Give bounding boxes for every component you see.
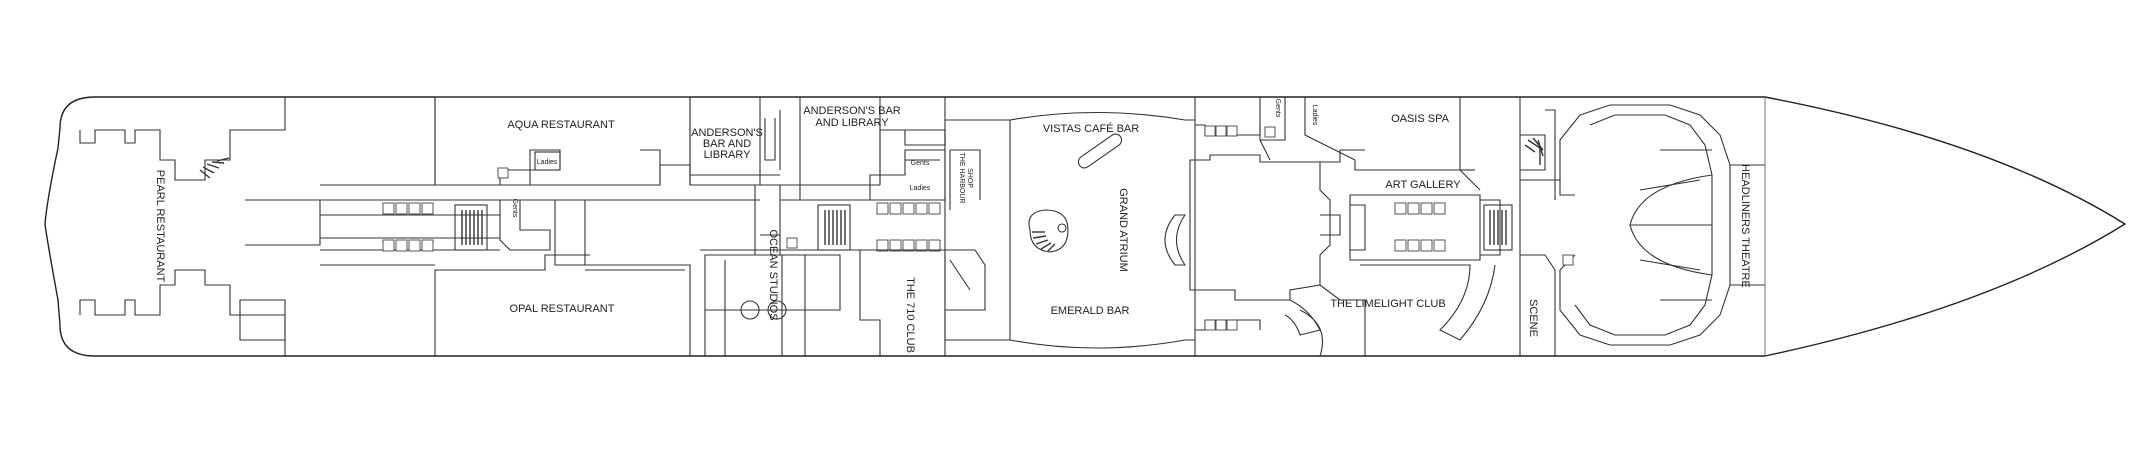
venue-andersons-library-fwd-line1: ANDERSON'S BAR bbox=[803, 105, 901, 117]
venue-emerald-bar: EMERALD BAR bbox=[1051, 305, 1130, 317]
mid-stairway bbox=[824, 210, 846, 245]
facility-harbour-shop-line2: SHOP bbox=[966, 168, 973, 188]
accessible-wc-fwd bbox=[1264, 126, 1276, 138]
atrium-curved-counter bbox=[1164, 214, 1187, 266]
oasis-spa-area bbox=[1259, 97, 1475, 171]
venue-headliners-theatre: HEADLINERS THEATRE bbox=[1739, 164, 1751, 288]
fwd-mid-lift-bank bbox=[1204, 125, 1238, 331]
venue-art-gallery: ART GALLERY bbox=[1385, 179, 1461, 191]
facility-gents-aft: Gents bbox=[511, 199, 518, 218]
venue-vistas-cafe-bar: VISTAS CAFÉ BAR bbox=[1043, 122, 1139, 135]
venue-grand-atrium: GRAND ATRIUM bbox=[1117, 188, 1129, 272]
facility-gents-fwd: Gents bbox=[1274, 99, 1281, 118]
opal-restaurant-area bbox=[320, 254, 691, 356]
fwd-stairway bbox=[1489, 210, 1507, 245]
aft-lift-bank-upper bbox=[382, 202, 434, 215]
venue-andersons-library-aft-line1: ANDERSON'S bbox=[691, 127, 763, 139]
accessible-wc-aft bbox=[497, 167, 509, 179]
fwd-spiral-stair bbox=[1524, 137, 1544, 165]
mid-lift-bank-lower bbox=[876, 239, 941, 252]
aft-lift-bank-lower bbox=[382, 239, 434, 252]
facility-harbour-shop-line1: THE HARBOUR bbox=[958, 153, 965, 204]
central-core bbox=[1189, 149, 1365, 301]
atrium-staircase-treads bbox=[1032, 231, 1056, 252]
ocean-studios-area bbox=[704, 254, 841, 356]
aft-stairway bbox=[461, 210, 483, 245]
venue-andersons-library-fwd-line2: AND LIBRARY bbox=[815, 117, 889, 129]
facility-ladies-fwd: Ladies bbox=[1311, 105, 1318, 126]
venue-oasis-spa: OASIS SPA bbox=[1391, 113, 1450, 125]
venue-the-limelight-club: THE LIMELIGHT CLUB bbox=[1330, 298, 1445, 310]
facility-ladies-mid: Ladies bbox=[910, 185, 931, 192]
aft-spiral-stair bbox=[199, 157, 230, 179]
hull-outline bbox=[44, 96, 2127, 357]
venue-andersons-library-aft-line2: BAR AND bbox=[703, 138, 751, 150]
facility-gents-mid: Gents bbox=[911, 160, 930, 167]
atrium-grand-staircase bbox=[1028, 209, 1069, 253]
headliners-theatre-area bbox=[1559, 104, 1765, 346]
venue-the-710-club: THE 710 CLUB bbox=[904, 277, 916, 353]
mid-corridor bbox=[500, 185, 870, 255]
pearl-restaurant-area bbox=[79, 97, 321, 356]
venue-ocean-studios: OCEAN STUDIOS bbox=[767, 229, 779, 320]
mid-lift-bank-upper bbox=[876, 202, 941, 215]
atrium-bench bbox=[1077, 133, 1123, 169]
venue-pearl-restaurant: PEARL RESTAURANT bbox=[154, 170, 166, 283]
venue-opal-restaurant: OPAL RESTAURANT bbox=[510, 303, 615, 315]
accessible-wc-mid bbox=[786, 237, 798, 249]
venue-andersons-library-aft-line3: LIBRARY bbox=[704, 149, 752, 161]
art-gallery-area bbox=[1349, 169, 1501, 261]
limelight-club-area bbox=[1284, 264, 1496, 357]
accessible-wc-theatre bbox=[1562, 254, 1574, 266]
facility-ladies-aft: Ladies bbox=[537, 159, 558, 166]
venue-scene: SCENE bbox=[1527, 299, 1539, 337]
art-gallery-lift-bank bbox=[1394, 202, 1446, 252]
scene-area bbox=[1519, 97, 1575, 356]
venue-aqua-restaurant: AQUA RESTAURANT bbox=[507, 119, 615, 131]
